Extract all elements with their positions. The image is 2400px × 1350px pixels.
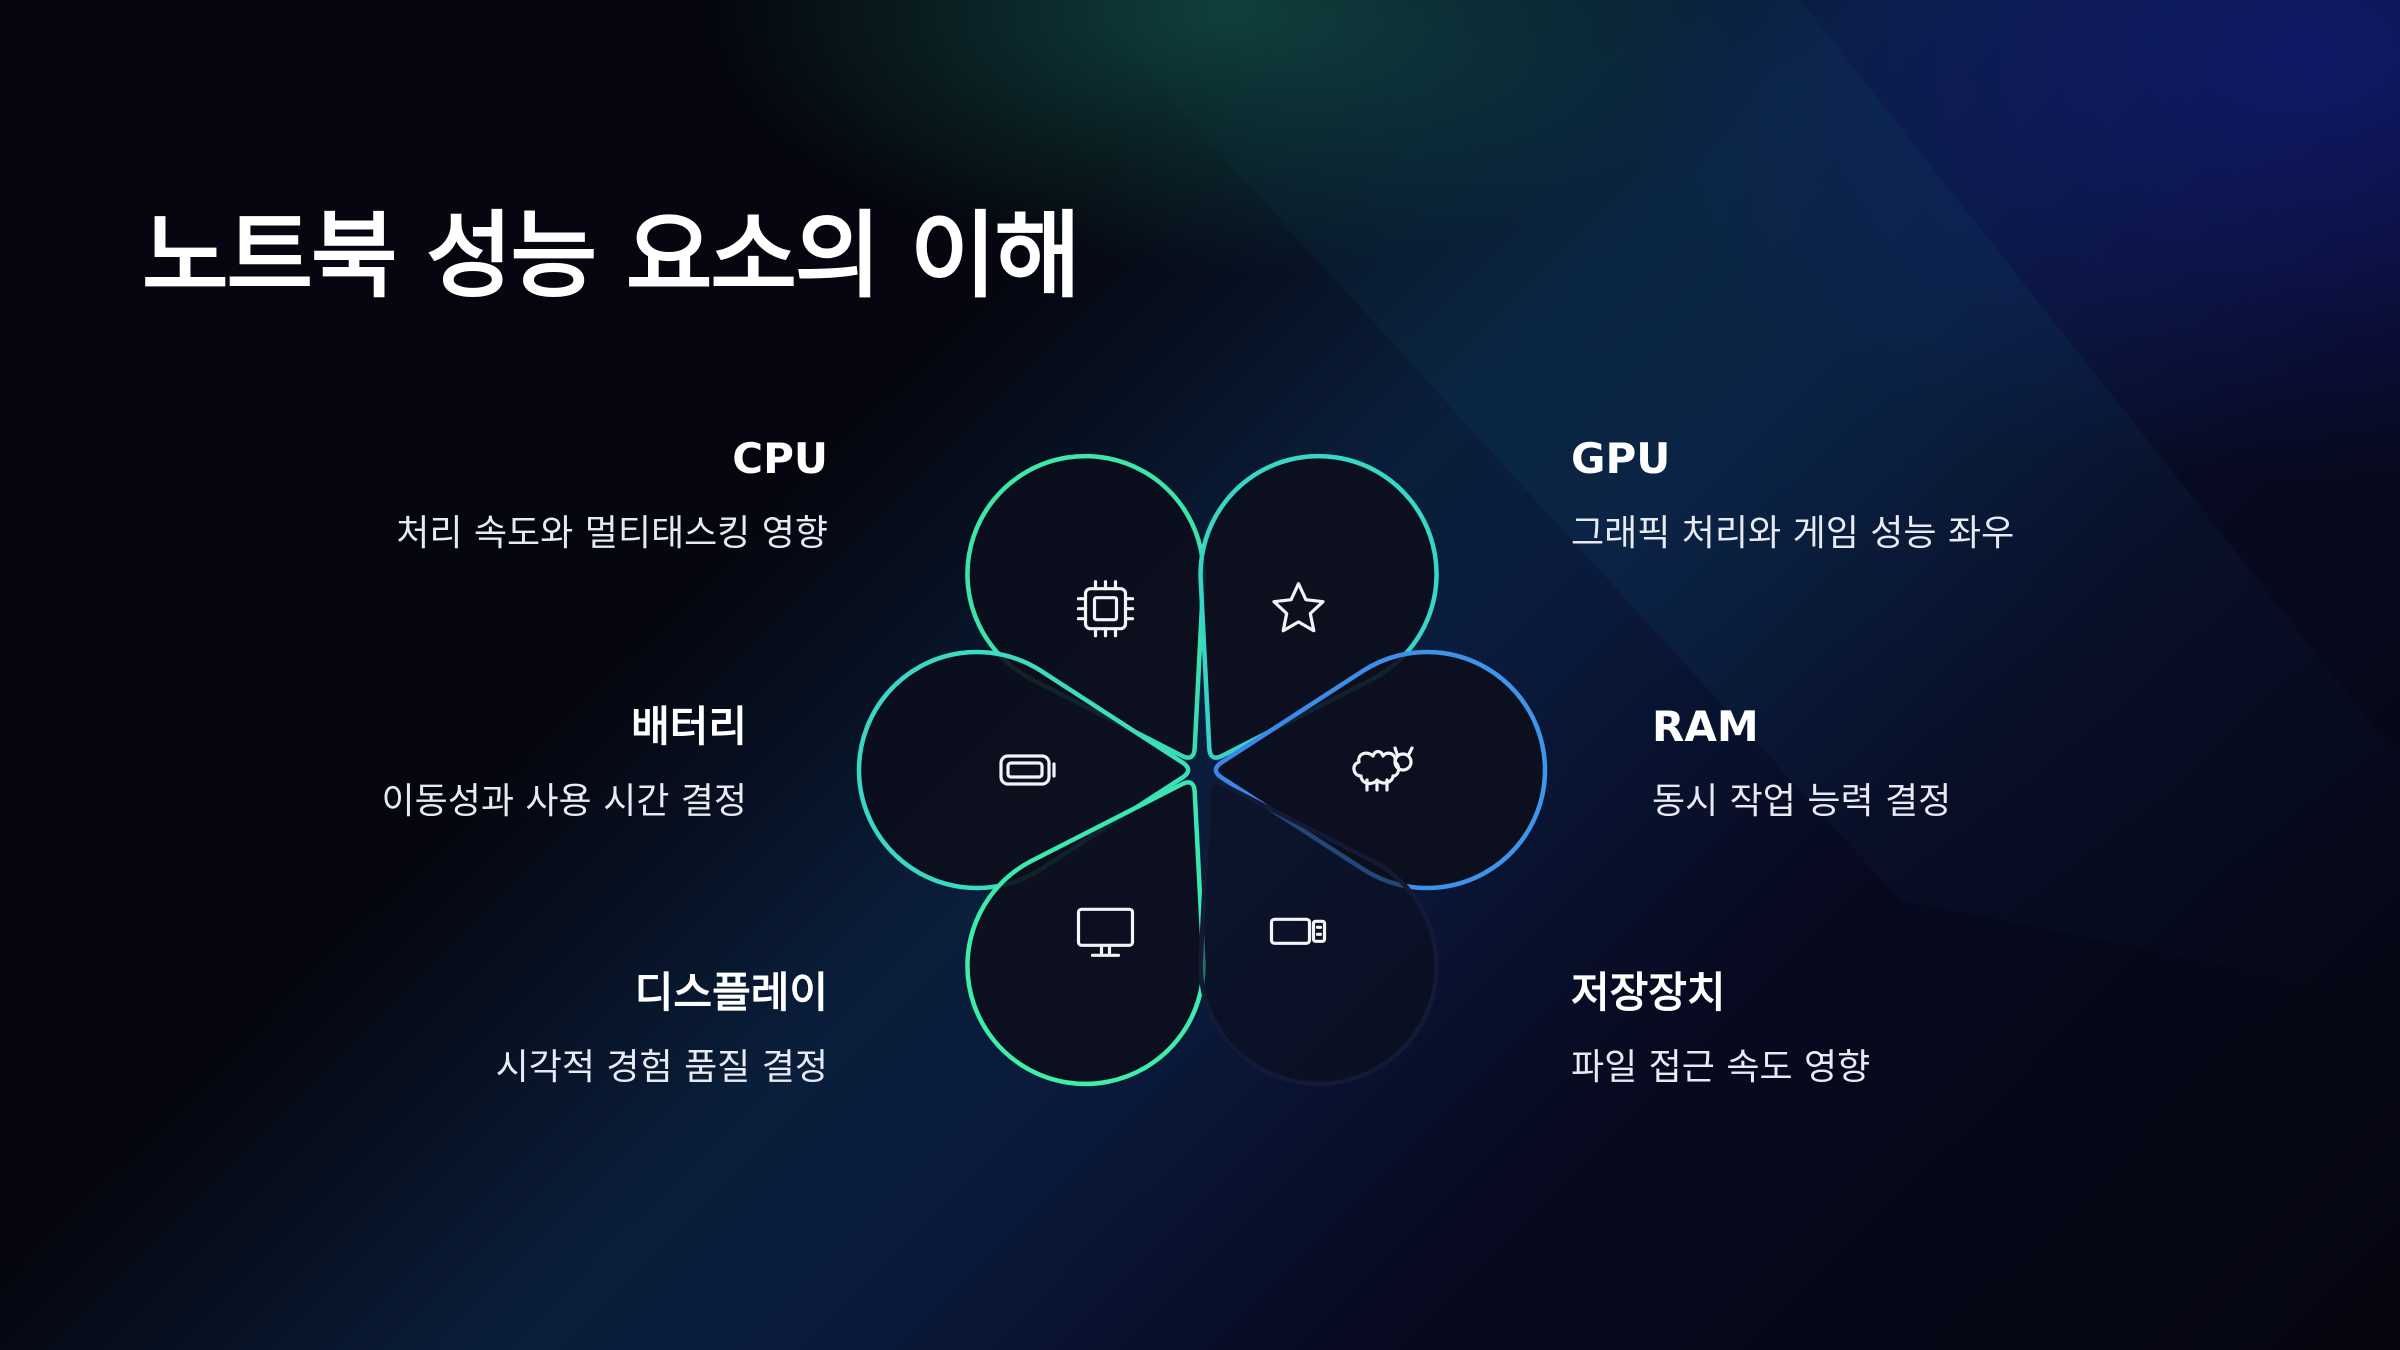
monitor-icon	[1076, 907, 1135, 957]
gpu-heading: GPU	[1571, 434, 1671, 483]
label-gpu: GPU 그래픽 처리와 게임 성능 좌우	[1571, 434, 2015, 555]
cpu-description: 처리 속도와 멀티태스킹 영향	[396, 513, 828, 555]
cpu-chip-icon	[1076, 580, 1135, 638]
storage-drive-icon	[1269, 917, 1327, 945]
battery-icon	[999, 754, 1056, 786]
star-icon	[1272, 582, 1325, 633]
battery-heading: 배터리	[631, 702, 747, 751]
page-title: 노트북 성능 요소의 이해	[142, 202, 1081, 311]
battery-description: 이동성과 사용 시간 결정	[381, 781, 747, 823]
cpu-heading: CPU	[732, 434, 828, 483]
ram-description: 동시 작업 능력 결정	[1652, 781, 1952, 823]
gpu-description: 그래픽 처리와 게임 성능 좌우	[1571, 513, 2015, 555]
petal-ram	[1213, 649, 1548, 891]
ram-heading: RAM	[1652, 702, 1759, 751]
display-heading: 디스플레이	[634, 968, 828, 1017]
storage-heading: 저장장치	[1571, 968, 1726, 1017]
label-display: 디스플레이 시각적 경험 품질 결정	[495, 968, 828, 1089]
label-cpu: CPU 처리 속도와 멀티태스킹 영향	[396, 434, 828, 555]
ram-sheep-icon	[1352, 746, 1414, 792]
storage-description: 파일 접근 속도 영향	[1571, 1047, 1871, 1089]
label-battery: 배터리 이동성과 사용 시간 결정	[381, 702, 747, 823]
label-storage: 저장장치 파일 접근 속도 영향	[1571, 968, 1871, 1089]
label-ram: RAM 동시 작업 능력 결정	[1652, 702, 1952, 823]
display-description: 시각적 경험 품질 결정	[495, 1047, 828, 1089]
